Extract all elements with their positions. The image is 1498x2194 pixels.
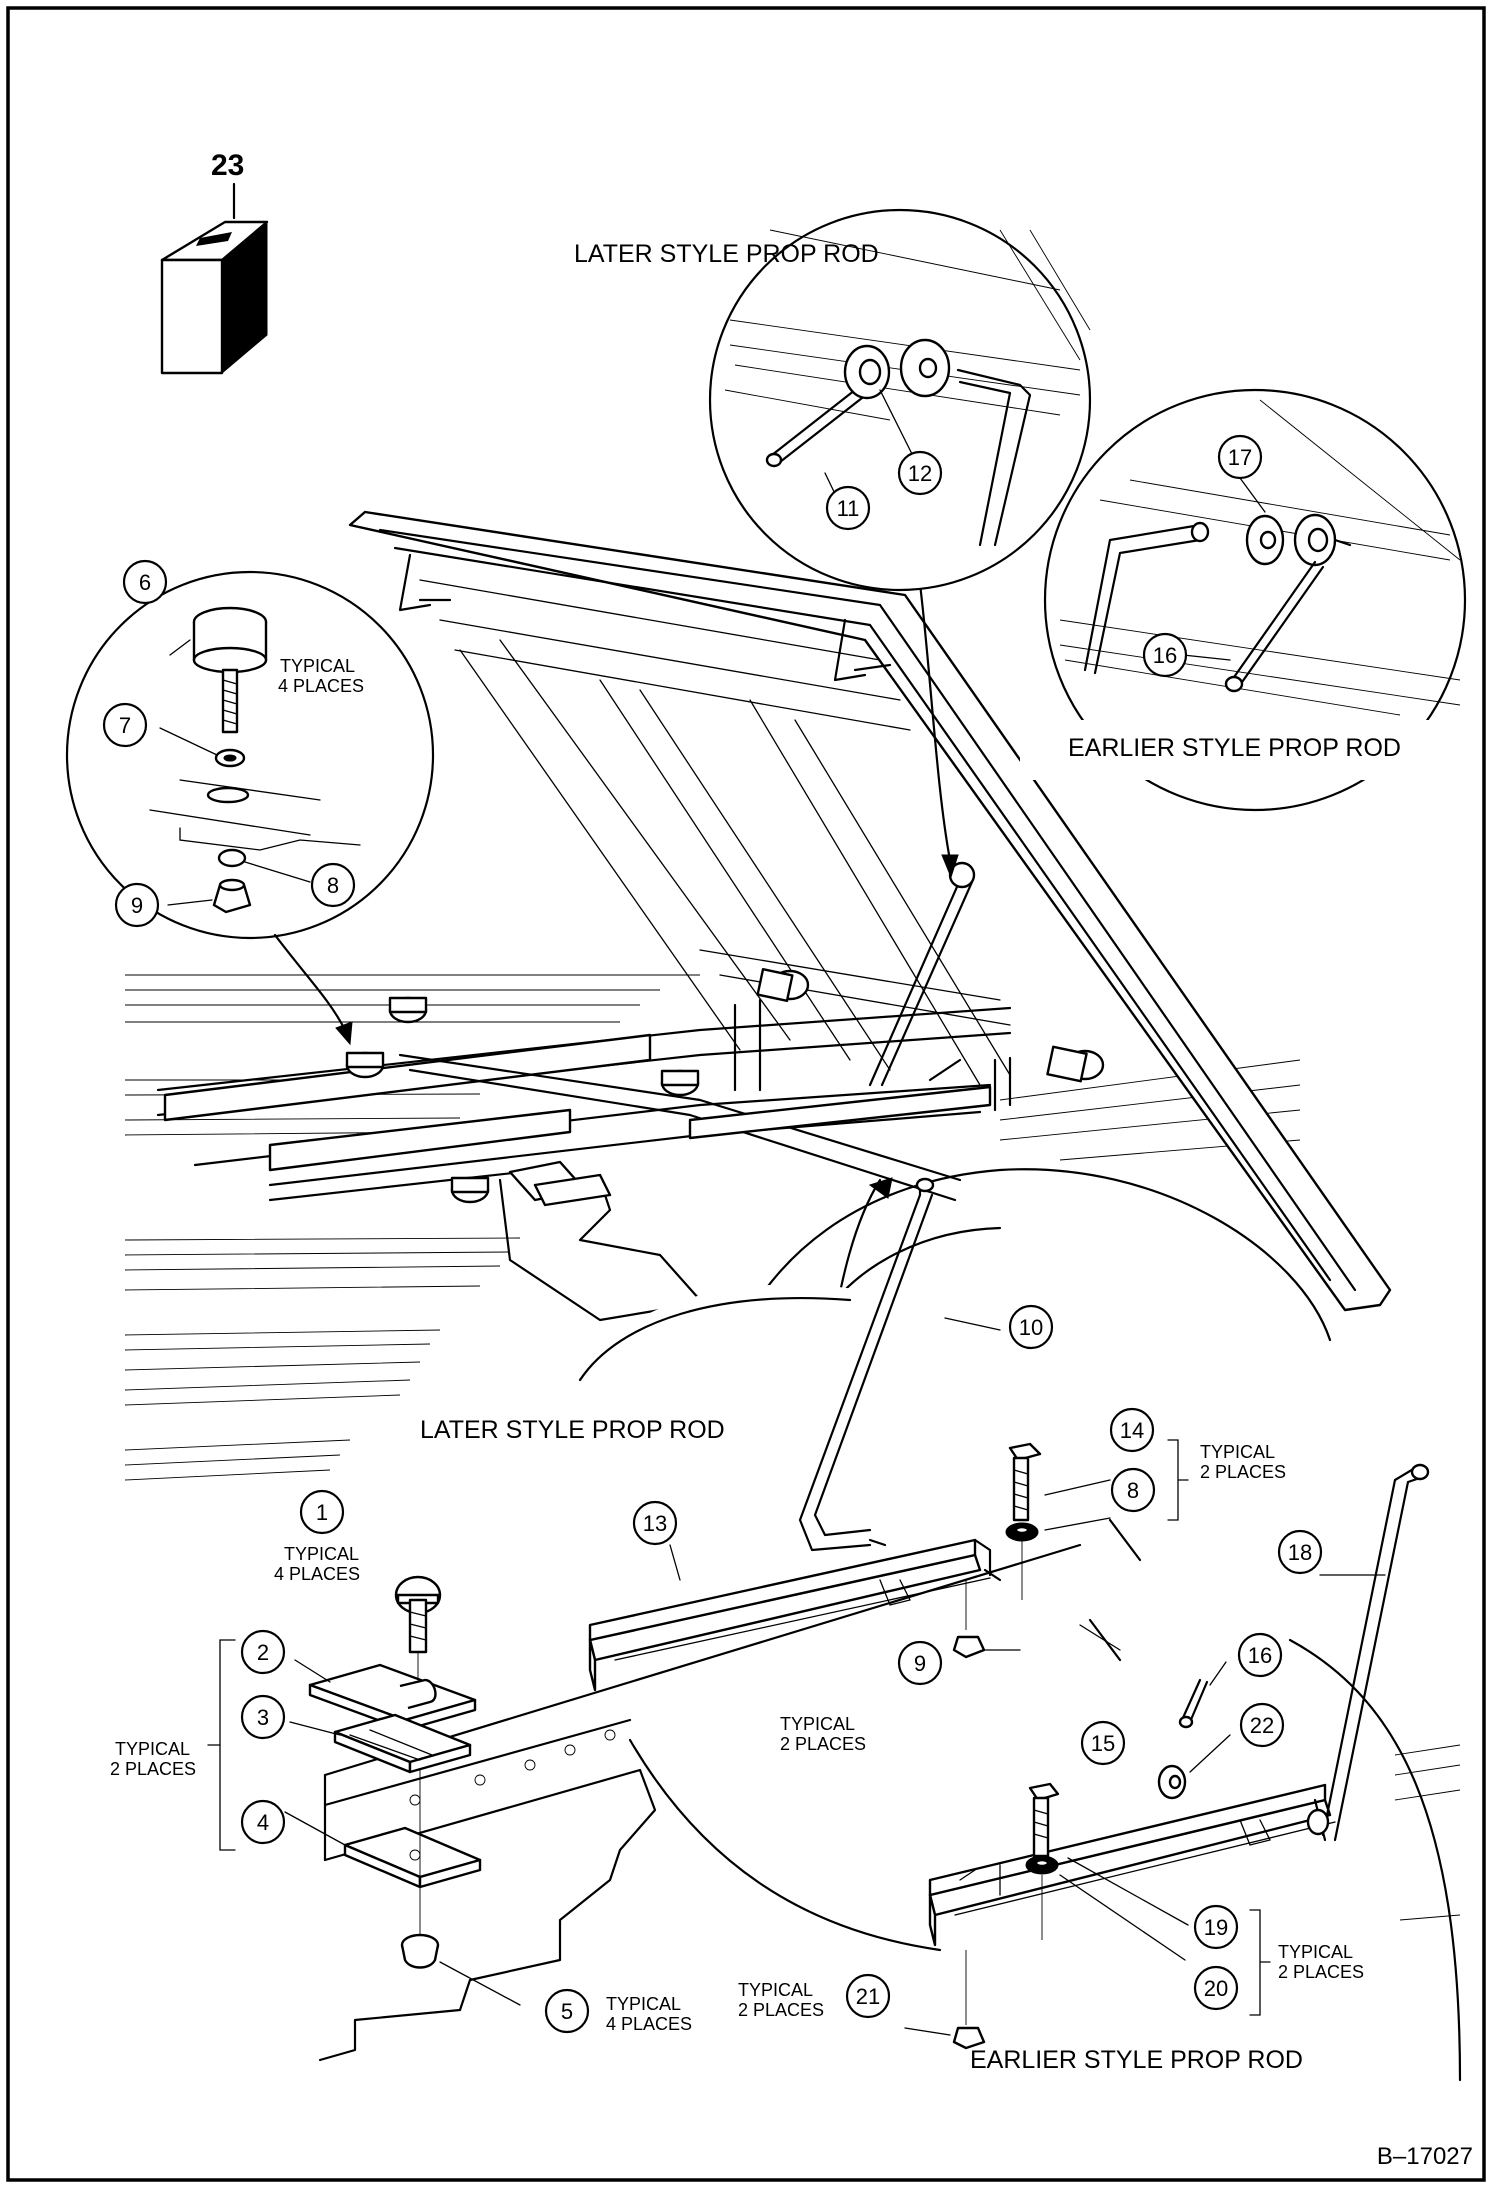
callout-18: 18 xyxy=(1277,1529,1323,1575)
callout-22: 22 xyxy=(1239,1702,1285,1748)
svg-text:4 PLACES: 4 PLACES xyxy=(606,2014,692,2034)
callout-19: 19 xyxy=(1193,1904,1239,1950)
svg-text:5: 5 xyxy=(561,1999,573,2024)
later-style-detail-bottom: LATER STYLE PROP ROD xyxy=(420,1177,1122,1760)
svg-text:14: 14 xyxy=(1120,1418,1144,1443)
bumpers-deck xyxy=(345,996,700,1207)
callout-16b: 16 xyxy=(1237,1632,1283,1678)
callout-6: 6 xyxy=(122,559,168,605)
svg-text:21: 21 xyxy=(856,1984,880,2009)
callout-3: 3 xyxy=(240,1694,286,1740)
svg-text:2 PLACES: 2 PLACES xyxy=(780,1734,866,1754)
earlier-style-detail-bottom: EARLIER STYLE PROP ROD xyxy=(628,1463,1470,2090)
svg-text:8: 8 xyxy=(1127,1478,1139,1503)
svg-text:15: 15 xyxy=(1091,1731,1115,1756)
svg-text:2: 2 xyxy=(257,1640,269,1665)
callout-1: 1 xyxy=(299,1489,345,1535)
svg-text:2 PLACES: 2 PLACES xyxy=(1200,1462,1286,1482)
callout-13: 13 xyxy=(632,1500,678,1546)
later-style-bottom-caption: LATER STYLE PROP ROD xyxy=(420,1416,725,1444)
svg-text:13: 13 xyxy=(643,1511,667,1536)
page-border xyxy=(6,6,1486,2182)
typical-2-places-bracket: TYPICAL xyxy=(115,1739,190,1759)
svg-text:2 PLACES: 2 PLACES xyxy=(738,2000,824,2020)
callout-11: 11 xyxy=(825,485,871,531)
svg-text:TYPICAL: TYPICAL xyxy=(738,1980,813,2000)
part-23-block: 23 xyxy=(160,149,269,375)
later-style-top-caption: LATER STYLE PROP ROD xyxy=(574,240,879,268)
svg-text:4 PLACES: 4 PLACES xyxy=(274,1564,360,1584)
callout-12: 12 xyxy=(897,450,943,496)
earlier-style-bottom-caption: EARLIER STYLE PROP ROD xyxy=(970,2046,1303,2074)
svg-text:8: 8 xyxy=(327,873,339,898)
svg-text:22: 22 xyxy=(1250,1713,1274,1738)
callout-9b: 9 xyxy=(897,1640,943,1686)
svg-text:11: 11 xyxy=(837,496,860,521)
callout-7: 7 xyxy=(102,702,148,748)
callout-15: 15 xyxy=(1080,1720,1126,1766)
part-23-label: 23 xyxy=(211,149,244,182)
earlier-style-top-caption: EARLIER STYLE PROP ROD xyxy=(1068,734,1401,762)
typical-4-places-6: TYPICAL xyxy=(280,656,355,676)
svg-text:TYPICAL: TYPICAL xyxy=(606,1994,681,2014)
svg-text:TYPICAL: TYPICAL xyxy=(1278,1942,1353,1962)
callout-4: 4 xyxy=(240,1799,286,1845)
svg-text:17: 17 xyxy=(1228,445,1252,470)
callout-17: 17 xyxy=(1217,434,1263,480)
svg-text:2 PLACES: 2 PLACES xyxy=(1278,1962,1364,1982)
callout-8b: 8 xyxy=(1110,1467,1156,1513)
callout-9a: 9 xyxy=(114,882,160,928)
svg-text:19: 19 xyxy=(1204,1915,1228,1940)
svg-text:4: 4 xyxy=(257,1810,269,1835)
callout-16a: 16 xyxy=(1142,632,1188,678)
svg-text:1: 1 xyxy=(316,1500,328,1525)
callout-10: 10 xyxy=(1008,1304,1054,1350)
later-style-detail-top: LATER STYLE PROP ROD xyxy=(574,208,1092,592)
callout-14: 14 xyxy=(1109,1407,1155,1453)
raised-lid xyxy=(348,510,1392,1312)
callout-5: 5 xyxy=(544,1988,590,2034)
callout-8a: 8 xyxy=(310,862,356,908)
svg-text:20: 20 xyxy=(1204,1976,1228,2001)
typical-notes-right: TYPICAL 2 PLACES TYPICAL 2 PLACES TYPICA… xyxy=(738,1439,1364,2020)
callout-21: 21 xyxy=(845,1973,891,2019)
svg-text:7: 7 xyxy=(119,713,131,738)
figure-id: B–17027 xyxy=(1377,2143,1473,2170)
svg-text:TYPICAL: TYPICAL xyxy=(1200,1442,1275,1462)
svg-text:12: 12 xyxy=(908,461,932,486)
earlier-style-detail-top: EARLIER STYLE PROP ROD xyxy=(1020,388,1467,812)
svg-text:18: 18 xyxy=(1288,1540,1312,1565)
svg-text:3: 3 xyxy=(257,1705,269,1730)
svg-text:10: 10 xyxy=(1019,1315,1043,1340)
svg-text:4 PLACES: 4 PLACES xyxy=(278,676,364,696)
svg-text:TYPICAL: TYPICAL xyxy=(284,1544,359,1564)
svg-text:9: 9 xyxy=(914,1651,926,1676)
svg-text:2 PLACES: 2 PLACES xyxy=(110,1759,196,1779)
svg-text:16: 16 xyxy=(1248,1643,1272,1668)
mounting-detail: TYPICAL 2 PLACES TYPICAL 4 PLACES TYPICA… xyxy=(110,1543,1082,2062)
svg-text:16: 16 xyxy=(1153,643,1177,668)
installed-prop-rod xyxy=(688,543,992,1352)
bumper-detail: TYPICAL 4 PLACES xyxy=(65,570,435,1046)
svg-text:6: 6 xyxy=(139,570,151,595)
svg-text:9: 9 xyxy=(131,893,143,918)
svg-text:TYPICAL: TYPICAL xyxy=(780,1714,855,1734)
bed-structure xyxy=(124,974,1332,1481)
callout-2: 2 xyxy=(240,1629,286,1675)
callout-20: 20 xyxy=(1193,1965,1239,2011)
